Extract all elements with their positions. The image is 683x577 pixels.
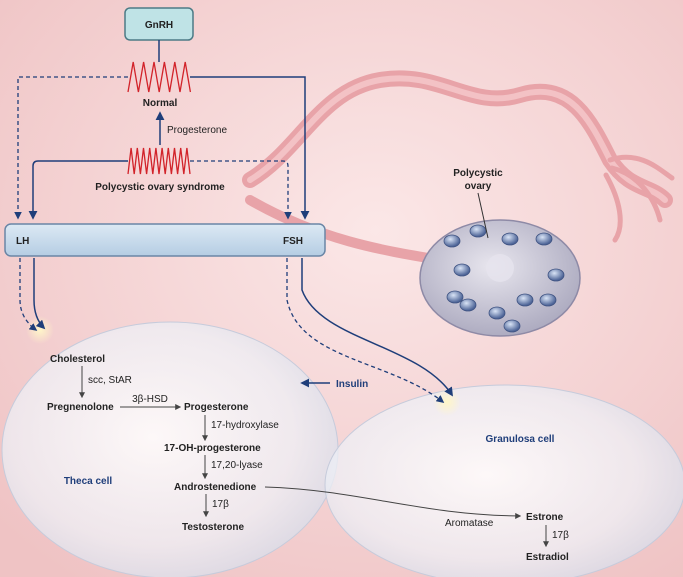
pregnenolone-label: Pregnenolone (47, 402, 114, 413)
beta2-label: 17β (552, 530, 569, 541)
progesterone-label: Progesterone (184, 402, 249, 413)
follicle (501, 232, 519, 246)
testosterone-label: Testosterone (182, 522, 244, 533)
theca-cell-label: Theca cell (64, 476, 113, 487)
normal-to-lh-dashed (14, 76, 128, 220)
oh-progesterone-label: 17-OH-progesterone (164, 443, 261, 454)
gnrh-label: GnRH (145, 20, 173, 31)
follicle (503, 319, 521, 333)
pcos-label: Polycystic ovary syndrome (95, 182, 225, 193)
hydroxylase-label: 17-hydroxylase (211, 420, 279, 431)
follicle (539, 293, 557, 307)
follicle (459, 298, 477, 312)
ovary-follicles (443, 224, 565, 333)
insulin-label: Insulin (336, 379, 368, 390)
follicle (535, 232, 553, 246)
pcos-to-lh-solid (28, 160, 128, 220)
pcos-pulse-wave (127, 147, 191, 175)
ovary-label-line1: Polycystic (453, 168, 503, 179)
progesterone-feedback-label: Progesterone (167, 125, 227, 136)
normal-pulse-wave (127, 61, 192, 93)
follicle (453, 263, 471, 277)
hsd-label: 3β-HSD (132, 394, 168, 405)
lh-to-theca-dashed (19, 258, 38, 331)
ovary-label-line2: ovary (465, 181, 492, 192)
follicle (516, 293, 534, 307)
follicle (443, 234, 461, 248)
lh-to-theca-solid (33, 258, 46, 330)
follicle (547, 268, 565, 282)
scc-star-label: scc, StAR (88, 375, 132, 386)
androstenedione-label: Androstenedione (174, 482, 257, 493)
aromatase-label: Aromatase (445, 518, 494, 529)
follicle (469, 224, 487, 238)
estrone-label: Estrone (526, 512, 564, 523)
follicle (488, 306, 506, 320)
follicle (446, 290, 464, 304)
granulosa-cell-body (324, 384, 683, 577)
fsh-label: FSH (283, 236, 303, 247)
normal-label: Normal (143, 98, 178, 109)
lh-receptor-glow (26, 316, 54, 344)
androstenedione-to-estrone-arrow (264, 486, 522, 519)
cholesterol-label: Cholesterol (50, 354, 105, 365)
pcos-to-fsh-dashed (190, 160, 292, 220)
lh-label: LH (16, 236, 29, 247)
fallopian-tube-highlight (247, 75, 668, 203)
ovary-label-leader (477, 192, 489, 239)
estradiol-label: Estradiol (526, 552, 569, 563)
fsh-to-granulosa-solid (301, 258, 453, 397)
ovarian-ligament (245, 195, 445, 265)
beta1-label: 17β (212, 499, 229, 510)
fimbriae (603, 154, 675, 243)
lh-fsh-bar (4, 223, 326, 257)
fsh-receptor-glow (433, 388, 461, 416)
lyase-label: 17,20-lyase (211, 460, 263, 471)
ovary-center-highlight (486, 254, 514, 282)
granulosa-cell-label: Granulosa cell (486, 434, 555, 445)
normal-to-fsh-solid (190, 76, 310, 220)
